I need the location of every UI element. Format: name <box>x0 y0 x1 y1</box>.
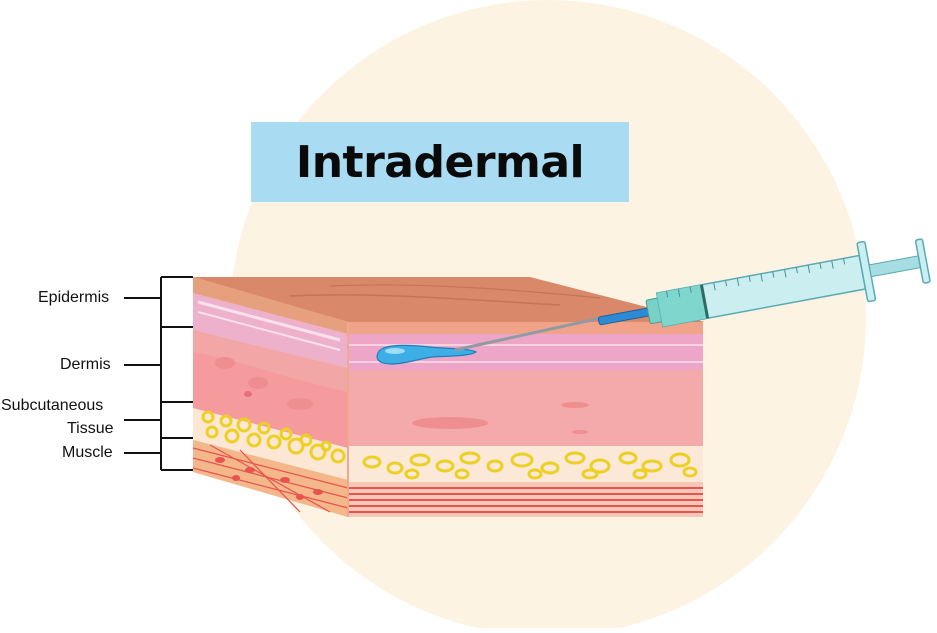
label-epidermis: Epidermis <box>38 289 110 306</box>
page-title: Intradermal <box>295 136 585 188</box>
label-muscle: Muscle <box>62 444 113 461</box>
skin-block-left-face <box>192 277 705 517</box>
label-subcutaneous-line1: Subcutaneous <box>1 397 104 414</box>
needle-shaft <box>454 314 611 352</box>
label-dermis: Dermis <box>60 356 111 373</box>
label-subcutaneous-line2: Tissue <box>67 420 114 437</box>
syringe-icon <box>597 238 931 328</box>
layer-bracket <box>124 276 193 471</box>
title-banner: Intradermal <box>251 122 629 202</box>
